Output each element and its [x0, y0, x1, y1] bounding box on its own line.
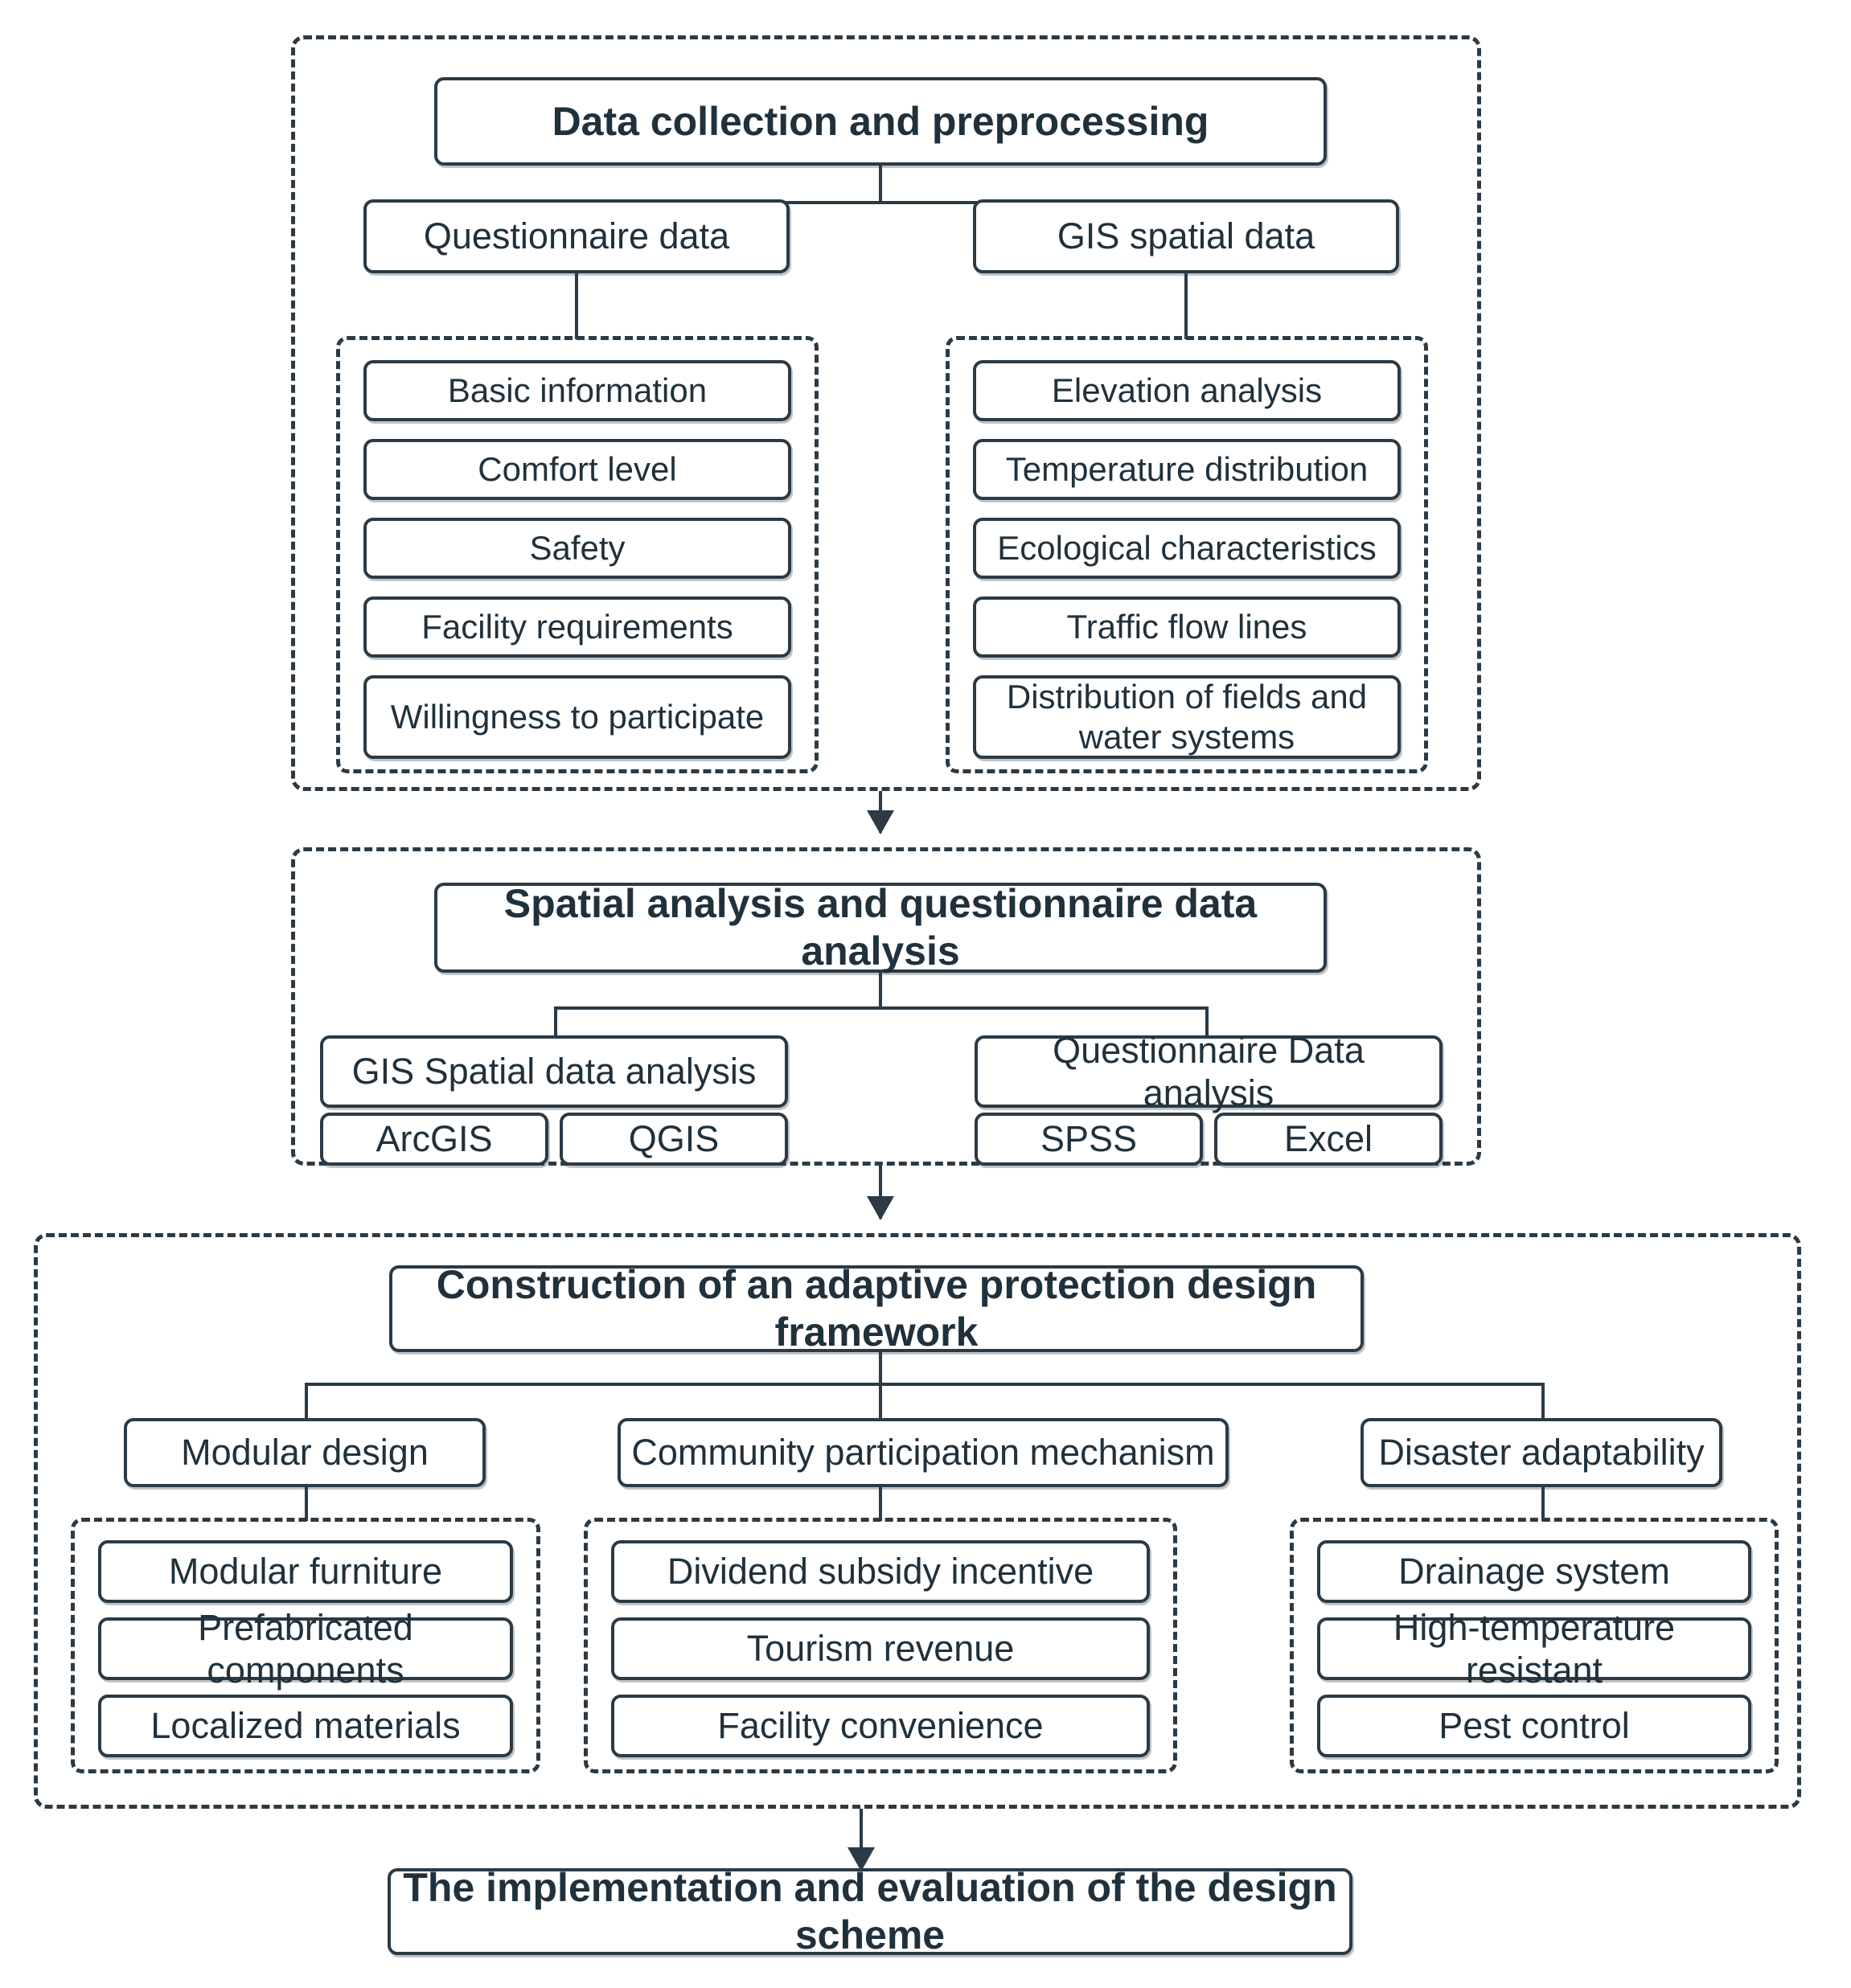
stage1-questionnaire-item-1[interactable]: Comfort level	[363, 439, 791, 500]
stage2-drop-left	[554, 1006, 557, 1039]
stage4-title-label: The implementation and evaluation of the…	[403, 1865, 1337, 1957]
stage1-branch-gis-label: GIS spatial data	[1057, 215, 1315, 257]
item-label: Safety	[529, 529, 626, 568]
column-head-label: Community participation mechanism	[631, 1432, 1215, 1474]
stage3-drop-col2	[1541, 1383, 1545, 1421]
stage-data-collection	[291, 35, 1481, 791]
item-label: Comfort level	[478, 450, 677, 489]
stage2-tool-arcgis[interactable]: ArcGIS	[320, 1113, 548, 1166]
tool-label: Excel	[1283, 1118, 1373, 1160]
stage3-group-disaster-adaptability	[1290, 1518, 1779, 1773]
stage1-gis-item-0[interactable]: Elevation analysis	[973, 360, 1401, 421]
stage1-gis-stem	[1184, 273, 1188, 339]
item-label: Distribution of fields and water systems	[1006, 678, 1368, 756]
item-label: Dividend subsidy incentive	[667, 1551, 1094, 1592]
stage3-col2-item-2[interactable]: Pest control	[1317, 1695, 1751, 1757]
stage3-col1-item-1[interactable]: Tourism revenue	[611, 1617, 1150, 1680]
stage-design-framework	[34, 1233, 1801, 1809]
stage3-column-head-disaster-adaptability[interactable]: Disaster adaptability	[1361, 1418, 1722, 1487]
stage1-branch-gis[interactable]: GIS spatial data	[973, 199, 1399, 273]
stage1-gis-item-4[interactable]: Distribution of fields and water systems	[973, 675, 1401, 759]
stage3-column-head-community-participation[interactable]: Community participation mechanism	[618, 1418, 1229, 1487]
stage1-branch-questionnaire-label: Questionnaire data	[423, 215, 730, 257]
stage1-questionnaire-item-4[interactable]: Willingness to participate	[363, 675, 791, 759]
item-label: Temperature distribution	[1005, 450, 1369, 489]
stage1-gis-item-2[interactable]: Ecological characteristics	[973, 518, 1401, 579]
stage3-col2-item-0[interactable]: Drainage system	[1317, 1540, 1751, 1603]
stage1-questionnaire-group	[336, 336, 819, 773]
stage2-drop-right	[1205, 1006, 1209, 1039]
stage3-col0-item-0[interactable]: Modular furniture	[98, 1540, 513, 1603]
stage1-questionnaire-item-2[interactable]: Safety	[363, 518, 791, 579]
item-label: Facility convenience	[717, 1705, 1044, 1747]
tool-label: SPSS	[1040, 1118, 1138, 1160]
item-label: Ecological characteristics	[997, 529, 1377, 568]
stage3-col2-item-1[interactable]: High-temperature resistant	[1317, 1607, 1751, 1691]
stage2-left-analysis-box[interactable]: GIS Spatial data analysis	[320, 1035, 788, 1108]
stage1-title-label: Data collection and preprocessing	[552, 98, 1209, 144]
stage2-tool-qgis[interactable]: QGIS	[560, 1113, 788, 1166]
stage2-title-label: Spatial analysis and questionnaire data …	[503, 881, 1258, 974]
stage3-col0-item-1[interactable]: Prefabricated components	[98, 1607, 513, 1691]
stage4-title-box[interactable]: The implementation and evaluation of the…	[388, 1865, 1352, 1957]
stage1-questionnaire-stem	[575, 273, 578, 339]
stage1-branch-questionnaire[interactable]: Questionnaire data	[363, 199, 790, 273]
item-label: Basic information	[447, 371, 708, 410]
stage2-title-box[interactable]: Spatial analysis and questionnaire data …	[434, 881, 1327, 974]
arrow-stage2-to-stage3	[879, 1166, 882, 1219]
column-head-label: Disaster adaptability	[1378, 1432, 1705, 1474]
stage1-trunk-line	[879, 166, 882, 203]
stage3-stem-col2	[1541, 1487, 1545, 1521]
stage3-col1-item-0[interactable]: Dividend subsidy incentive	[611, 1540, 1150, 1603]
stage1-bus-line	[577, 201, 1188, 204]
stage1-questionnaire-item-3[interactable]: Facility requirements	[363, 596, 791, 658]
item-label: Traffic flow lines	[1066, 608, 1307, 646]
arrow-stage3-to-stage4	[860, 1809, 863, 1870]
item-label: Pest control	[1439, 1705, 1630, 1747]
tool-label: QGIS	[628, 1118, 720, 1160]
stage3-col1-item-2[interactable]: Facility convenience	[611, 1695, 1150, 1757]
stage3-title-box[interactable]: Construction of an adaptive protection d…	[389, 1262, 1364, 1355]
item-label: High-temperature resistant	[1393, 1606, 1676, 1691]
stage3-column-head-modular-design[interactable]: Modular design	[124, 1418, 486, 1487]
stage2-bus-line	[556, 1006, 1209, 1010]
stage2-tool-excel[interactable]: Excel	[1214, 1113, 1443, 1166]
item-label: Localized materials	[150, 1705, 461, 1747]
stage2-left-label: GIS Spatial data analysis	[351, 1051, 757, 1092]
item-label: Prefabricated components	[198, 1606, 413, 1691]
stage3-group-community-participation	[584, 1518, 1177, 1773]
stage3-trunk-line	[879, 1352, 882, 1384]
item-label: Drainage system	[1398, 1551, 1670, 1592]
stage1-title-box[interactable]: Data collection and preprocessing	[434, 77, 1327, 166]
stage3-stem-col0	[305, 1487, 308, 1521]
item-label: Willingness to participate	[390, 698, 765, 736]
stage1-gis-item-1[interactable]: Temperature distribution	[973, 439, 1401, 500]
item-label: Elevation analysis	[1051, 371, 1323, 410]
stage2-tool-spss[interactable]: SPSS	[975, 1113, 1203, 1166]
column-head-label: Modular design	[181, 1432, 429, 1474]
stage3-group-modular-design	[71, 1518, 540, 1773]
item-label: Modular furniture	[168, 1551, 443, 1592]
stage1-gis-group	[946, 336, 1428, 773]
stage2-right-label: Questionnaire Data analysis	[1053, 1029, 1365, 1113]
stage2-right-analysis-box[interactable]: Questionnaire Data analysis	[975, 1030, 1443, 1113]
arrow-stage1-to-stage2	[879, 791, 882, 833]
item-label: Facility requirements	[421, 608, 733, 646]
stage3-col0-item-2[interactable]: Localized materials	[98, 1695, 513, 1757]
stage3-title-label: Construction of an adaptive protection d…	[436, 1262, 1317, 1355]
stage3-stem-col1	[879, 1487, 882, 1521]
stage-spatial-analysis	[291, 847, 1481, 1166]
item-label: Tourism revenue	[746, 1628, 1015, 1670]
stage3-bus-line	[306, 1383, 1545, 1386]
tool-label: ArcGIS	[376, 1118, 493, 1160]
stage3-drop-col1	[879, 1383, 882, 1421]
stage1-questionnaire-item-0[interactable]: Basic information	[363, 360, 791, 421]
stage3-drop-col0	[305, 1383, 308, 1421]
stage1-gis-item-3[interactable]: Traffic flow lines	[973, 596, 1401, 658]
stage2-trunk-line	[879, 973, 882, 1008]
